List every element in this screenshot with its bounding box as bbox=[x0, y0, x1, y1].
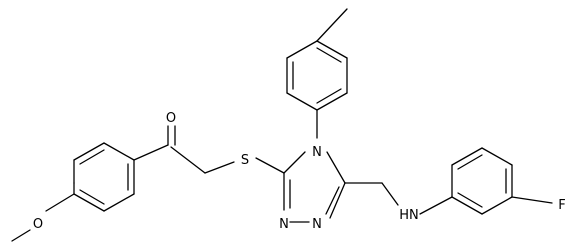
atom-o-methoxy: O bbox=[33, 217, 43, 232]
tolyl-ring bbox=[286, 40, 348, 111]
methoxyphenyl-ring bbox=[73, 142, 135, 212]
atom-o-carbonyl: O bbox=[166, 111, 176, 126]
bond-aryl-o-methoxy bbox=[45, 193, 75, 212]
bond-aryl-f bbox=[511, 196, 553, 204]
atom-nh: HN bbox=[399, 208, 419, 223]
bond-methyl bbox=[316, 8, 348, 42]
fluorophenyl-ring bbox=[451, 147, 513, 215]
bond-ch2-nh bbox=[381, 182, 399, 206]
bond-nh-aryl bbox=[419, 196, 453, 215]
bond-s-ring bbox=[255, 157, 285, 174]
atom-n-ring-lower-left: N bbox=[279, 217, 289, 232]
atom-f: F bbox=[558, 198, 565, 213]
atom-n-ring: N bbox=[312, 145, 322, 160]
triazole-ring bbox=[283, 151, 346, 223]
bond-o-methyl bbox=[11, 229, 31, 242]
atom-s: S bbox=[241, 153, 249, 168]
bond-aryl-carbonyl bbox=[133, 144, 169, 161]
atom-n-ring-lower-right: N bbox=[312, 217, 322, 232]
bond-ch2-s bbox=[204, 161, 235, 174]
bond-carbonyl-ch2 bbox=[170, 146, 206, 174]
